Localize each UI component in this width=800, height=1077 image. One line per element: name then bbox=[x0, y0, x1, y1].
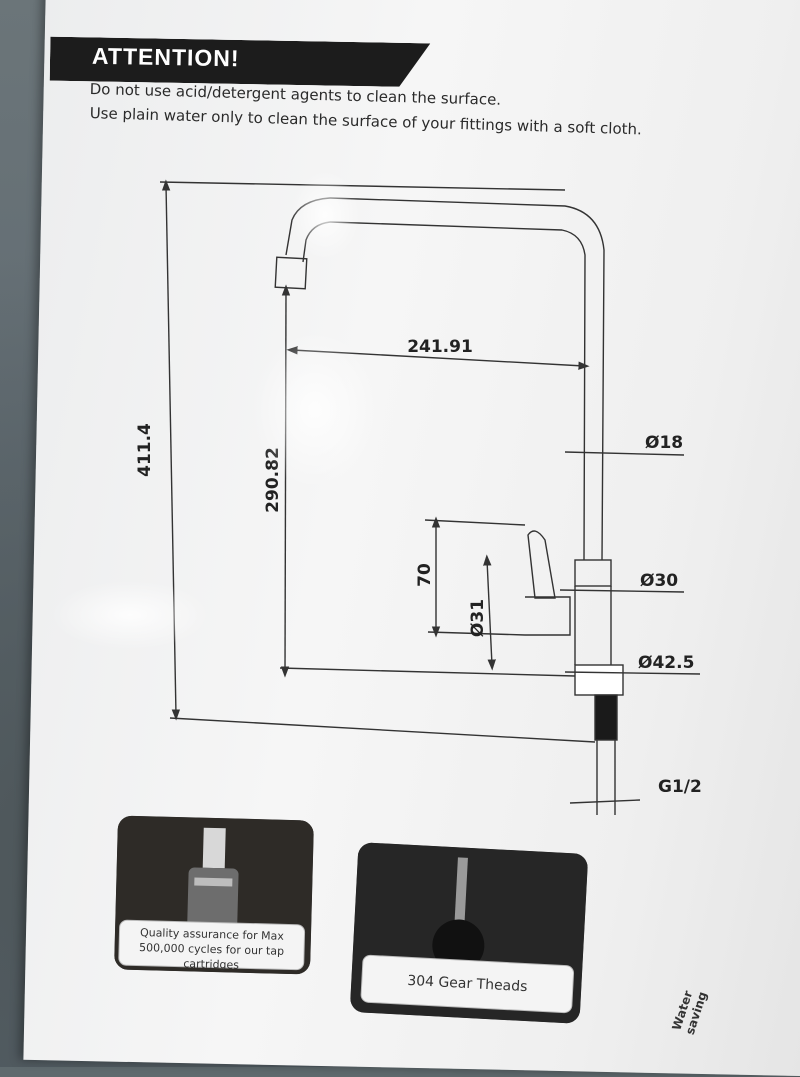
cartridge-caption: Quality assurance for Max 500,000 cycles… bbox=[118, 919, 306, 972]
spout-diameter-label: Ø18 bbox=[645, 433, 683, 453]
handle-diameter-label: Ø31 bbox=[468, 599, 488, 637]
faucet-body bbox=[574, 559, 612, 587]
spout-nozzle bbox=[274, 256, 308, 290]
spout-head bbox=[285, 197, 331, 263]
spout-reach-label: 241.91 bbox=[407, 337, 473, 357]
thread-feature-card: 304 Gear Theads bbox=[349, 842, 589, 1024]
faucet-base bbox=[574, 664, 624, 696]
faucet-shank bbox=[596, 740, 616, 815]
spout-height-label: 290.82 bbox=[263, 447, 283, 513]
total-height-label: 411.4 bbox=[135, 423, 155, 477]
faucet-body-lower bbox=[574, 586, 612, 665]
thread-label: G1/2 bbox=[658, 777, 702, 797]
handle-height-label: 70 bbox=[415, 563, 435, 587]
spout-outline bbox=[329, 197, 605, 561]
body-diameter-label: Ø30 bbox=[640, 571, 678, 591]
faucet-handle bbox=[525, 530, 571, 636]
base-diameter-label: Ø42.5 bbox=[638, 653, 694, 673]
cartridge-feature-card: Quality assurance for Max 500,000 cycles… bbox=[114, 815, 314, 975]
faucet-thread-block bbox=[594, 694, 618, 741]
